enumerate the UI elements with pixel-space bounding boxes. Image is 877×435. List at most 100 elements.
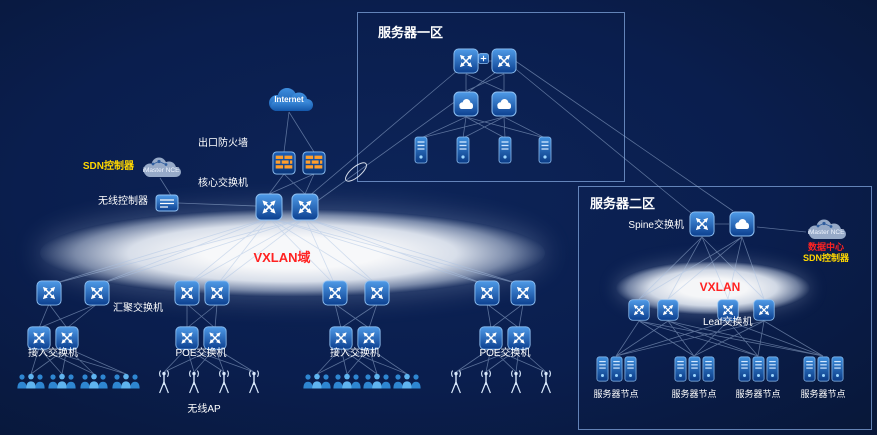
wireless-controller-icon bbox=[155, 193, 179, 213]
user-group-icon bbox=[332, 373, 362, 389]
poe-switch-icon bbox=[479, 326, 503, 350]
user-group-icon bbox=[392, 373, 422, 389]
sdn-controller-label: SDN控制器 bbox=[82, 161, 134, 172]
poe-switch-label: POE交换机 bbox=[175, 348, 227, 359]
aggregation-switch-icon bbox=[364, 280, 390, 306]
poe-switch-icon bbox=[175, 326, 199, 350]
link-bundle-ring bbox=[345, 162, 367, 182]
dc2-server-icon bbox=[674, 356, 687, 382]
server-node-label: 服务器节点 bbox=[671, 389, 717, 399]
leaf-switch-icon bbox=[753, 299, 775, 321]
aggregation-switch-label: 汇聚交换机 bbox=[113, 303, 163, 314]
wireless-ap-label: 无线AP bbox=[187, 404, 221, 415]
aggregation-switch-icon bbox=[510, 280, 536, 306]
zone2-links bbox=[615, 223, 824, 357]
spine-switch-label: Spine交换机 bbox=[628, 220, 684, 231]
leaf-switch-label: Leaf交换机 bbox=[703, 317, 753, 328]
firewall-icon bbox=[302, 151, 326, 175]
access-to-endpoint-links bbox=[30, 347, 547, 375]
dc2-server-icon bbox=[624, 356, 637, 382]
core-switch-icon bbox=[255, 193, 283, 221]
access-switch-icon bbox=[27, 326, 51, 350]
dc2-server-icon bbox=[702, 356, 715, 382]
vxlan-domain-ellipse bbox=[40, 209, 545, 297]
access-switch-icon bbox=[55, 326, 79, 350]
vxlan-label: VXLAN bbox=[699, 280, 741, 294]
poe-switch-icon bbox=[507, 326, 531, 350]
internet-label: Internet bbox=[274, 95, 304, 104]
dc1-stack-link-icon bbox=[478, 53, 489, 64]
wireless-ap-icon bbox=[156, 369, 172, 395]
dc2-server-icon bbox=[752, 356, 765, 382]
server-node-label: 服务器节点 bbox=[800, 389, 846, 399]
access-switch-icon bbox=[357, 326, 381, 350]
server-node-label: 服务器节点 bbox=[735, 389, 781, 399]
imaster-nce-cloud-icon: iMaster NCE bbox=[138, 155, 184, 179]
dc1-server-icon bbox=[456, 136, 470, 164]
dc1-server-icon bbox=[498, 136, 512, 164]
user-group-icon bbox=[16, 373, 46, 389]
dc2-server-icon bbox=[596, 356, 609, 382]
wireless-ap-icon bbox=[246, 369, 262, 395]
user-group-icon bbox=[362, 373, 392, 389]
zone1-links bbox=[301, 59, 734, 214]
dc-sdn-controller-label: SDN控制器 bbox=[802, 253, 849, 263]
core-switch-label: 核心交换机 bbox=[198, 178, 248, 189]
wireless-ap-icon bbox=[216, 369, 232, 395]
internet-firewall-core-links bbox=[159, 111, 315, 207]
dc2-server-icon bbox=[831, 356, 844, 382]
leaf-switch-icon bbox=[628, 299, 650, 321]
wireless-ap-icon bbox=[186, 369, 202, 395]
dc2-spine-switch-icon bbox=[689, 211, 715, 237]
dc2-server-icon bbox=[688, 356, 701, 382]
aggregation-switch-icon bbox=[322, 280, 348, 306]
aggregation-switch-icon bbox=[204, 280, 230, 306]
internet-cloud-icon: Internet bbox=[262, 86, 316, 114]
user-group-icon bbox=[302, 373, 332, 389]
poe-switch-icon bbox=[203, 326, 227, 350]
aggregation-switch-icon bbox=[84, 280, 110, 306]
vxlan-domain-label: VXLAN域 bbox=[253, 250, 311, 265]
wireless-ap-icon bbox=[538, 369, 554, 395]
wireless-ap-icon bbox=[478, 369, 494, 395]
aggregation-switch-icon bbox=[36, 280, 62, 306]
wireless-ap-icon bbox=[508, 369, 524, 395]
aggregation-switch-icon bbox=[474, 280, 500, 306]
dc2-server-icon bbox=[738, 356, 751, 382]
server-node-label: 服务器节点 bbox=[593, 389, 639, 399]
aggregation-to-access-links bbox=[38, 303, 524, 329]
core-to-aggregation-links bbox=[48, 217, 524, 286]
dc1-gateway-router-icon bbox=[453, 91, 479, 117]
dc2-spine-switch-icon bbox=[729, 211, 755, 237]
access-switch-icon bbox=[329, 326, 353, 350]
access-switch-label: 接入交换机 bbox=[330, 348, 380, 359]
user-group-icon bbox=[79, 373, 109, 389]
access-switch-label: 接入交换机 bbox=[28, 348, 78, 359]
firewall-icon bbox=[272, 151, 296, 175]
wireless-controller-label: 无线控制器 bbox=[98, 196, 148, 207]
dc1-spine-switch-icon bbox=[453, 48, 479, 74]
server-zone-1-box bbox=[357, 12, 625, 182]
aggregation-switch-icon bbox=[174, 280, 200, 306]
dc2-server-icon bbox=[817, 356, 830, 382]
dc1-server-icon bbox=[538, 136, 552, 164]
dc2-server-icon bbox=[803, 356, 816, 382]
imaster-nce-cloud-icon: iMaster NCE bbox=[803, 217, 849, 241]
dc2-server-icon bbox=[766, 356, 779, 382]
poe-switch-label: POE交换机 bbox=[479, 348, 531, 359]
imaster-nce-label: iMaster NCE bbox=[807, 229, 845, 236]
dc2-server-icon bbox=[610, 356, 623, 382]
dc1-server-icon bbox=[414, 136, 428, 164]
egress-firewall-label: 出口防火墙 bbox=[198, 138, 248, 149]
user-group-icon bbox=[47, 373, 77, 389]
core-switch-icon bbox=[291, 193, 319, 221]
datacenter-label: 数据中心 bbox=[807, 242, 844, 252]
user-group-icon bbox=[111, 373, 141, 389]
server-zone-1-title: 服务器一区 bbox=[378, 25, 444, 40]
imaster-nce-label: iMaster NCE bbox=[142, 167, 180, 174]
wireless-ap-icon bbox=[448, 369, 464, 395]
dc1-gateway-router-icon bbox=[491, 91, 517, 117]
server-zone-2-title: 服务器二区 bbox=[590, 196, 656, 211]
